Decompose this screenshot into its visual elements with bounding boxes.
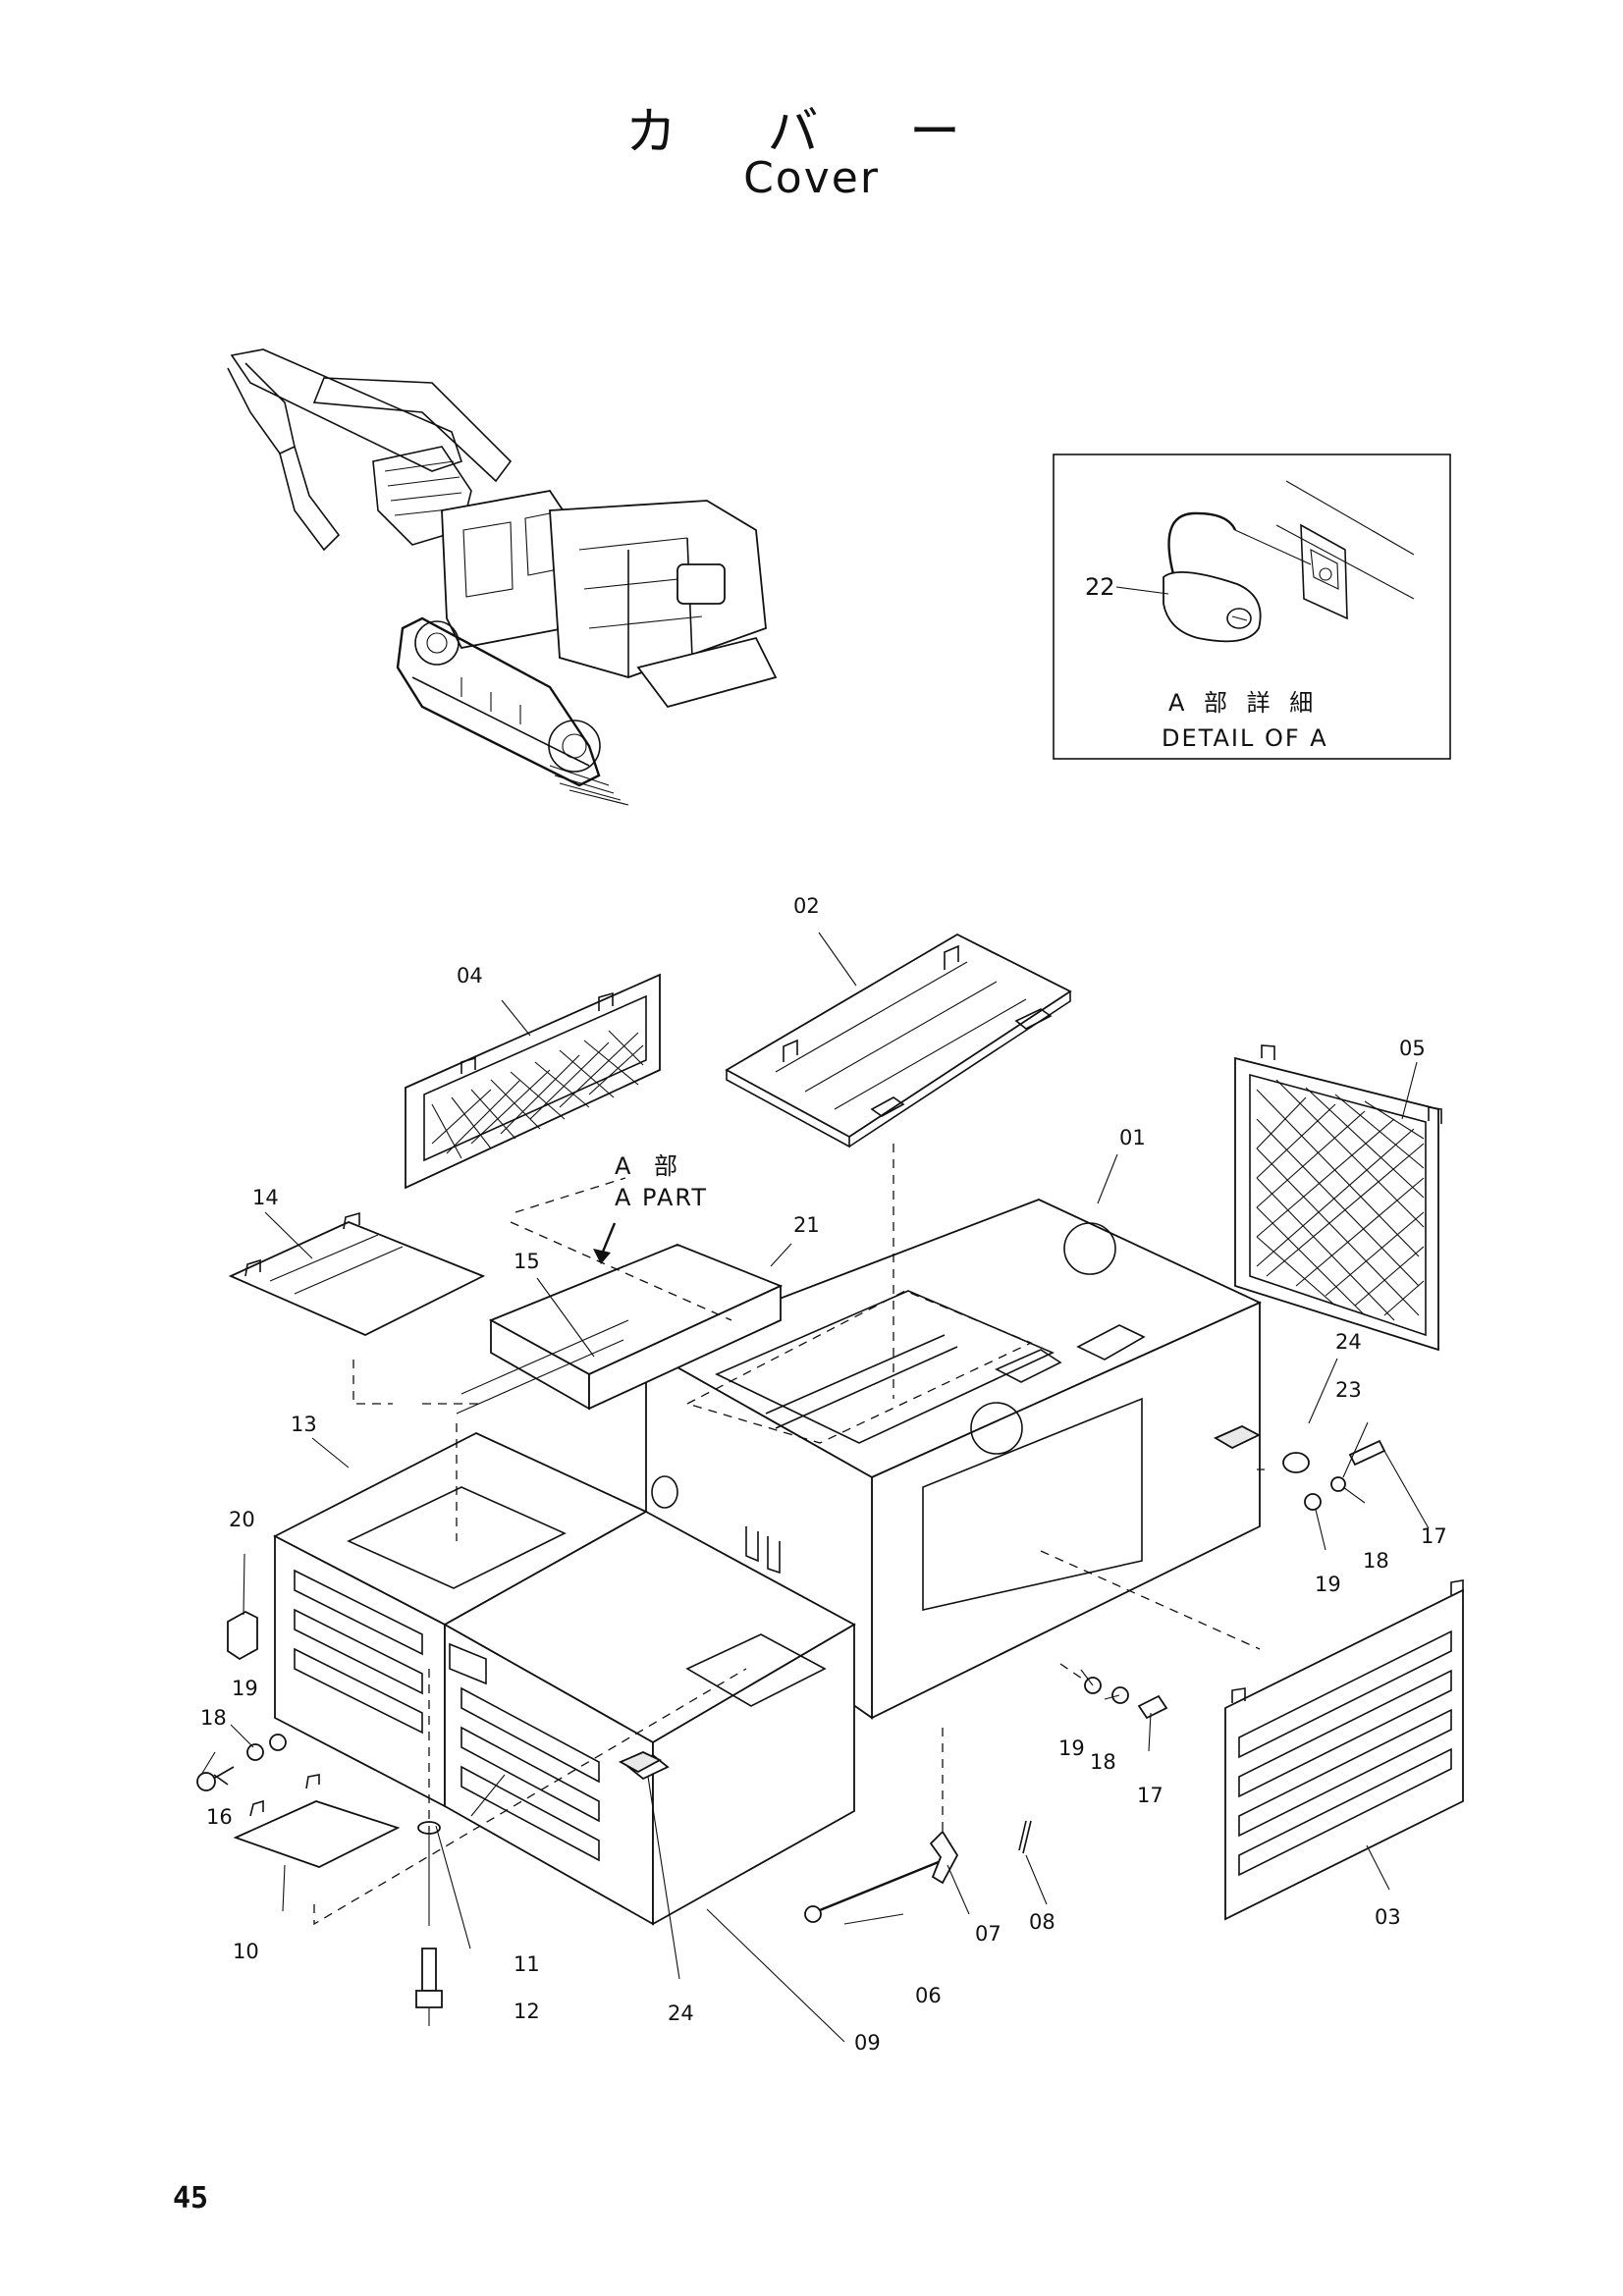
callout-12: 12 (514, 2000, 540, 2023)
callout-05: 05 (1399, 1037, 1426, 1060)
callout-24-lower: 24 (668, 2002, 694, 2025)
label-plate-24-lower (618, 1751, 662, 1774)
battery-cover-21 (456, 1244, 784, 1415)
callout-18-left: 18 (200, 1706, 227, 1730)
callout-17-upper: 17 (1421, 1524, 1447, 1548)
callout-11: 11 (514, 1952, 540, 1976)
callout-24-upper: 24 (1335, 1330, 1362, 1354)
callout-07: 07 (975, 1922, 1001, 1946)
detail-of-a-box (1053, 454, 1451, 760)
callout-09: 09 (854, 2031, 881, 2055)
callout-20: 20 (229, 1508, 255, 1531)
callout-18-lower: 18 (1090, 1750, 1116, 1774)
page-title-english: Cover (743, 153, 880, 203)
callout-23: 23 (1335, 1378, 1362, 1402)
callout-19-upper: 19 (1315, 1573, 1341, 1596)
fasteners (196, 1439, 1386, 2008)
detail-label-english: DETAIL OF A (1162, 724, 1328, 752)
callout-06: 06 (915, 1984, 942, 2007)
detail-label-japanese: A 部 詳 細 (1168, 689, 1319, 717)
label-plate-24-upper (1214, 1424, 1261, 1450)
excavator-overview-illustration (227, 348, 778, 806)
callout-18-upper: 18 (1363, 1549, 1389, 1573)
small-panel-10 (233, 1774, 401, 1868)
left-housing-13 (273, 1431, 648, 1808)
top-cover-02 (725, 933, 1072, 1148)
callout-13: 13 (291, 1413, 317, 1436)
screen-panel-04 (405, 973, 661, 1190)
lower-housing-09 (443, 1510, 856, 1926)
screen-panel-05 (1234, 1044, 1442, 1352)
callout-22: 22 (1085, 573, 1115, 601)
callout-17-lower: 17 (1137, 1784, 1163, 1807)
callout-02: 02 (793, 894, 820, 918)
a-part-label-english: A PART (615, 1184, 708, 1211)
side-panel-03 (1224, 1579, 1464, 1921)
callout-16: 16 (206, 1805, 233, 1829)
callout-19-left: 19 (232, 1677, 258, 1700)
small-panel-14 (228, 1211, 486, 1336)
callout-14: 14 (252, 1186, 279, 1209)
page-number: 45 (173, 2181, 209, 2216)
exploded-cover-assembly (196, 932, 1464, 2043)
callout-01: 01 (1119, 1126, 1146, 1149)
callout-15: 15 (514, 1250, 540, 1273)
page-title-japanese: カ バ ー (624, 103, 999, 162)
callout-03: 03 (1375, 1905, 1401, 1929)
callout-08: 08 (1029, 1910, 1055, 1934)
a-part-label-japanese: A 部 (615, 1152, 685, 1180)
callout-19-lower: 19 (1058, 1736, 1085, 1760)
callout-10: 10 (233, 1940, 259, 1963)
callout-21: 21 (793, 1213, 820, 1237)
callout-04: 04 (457, 964, 483, 988)
